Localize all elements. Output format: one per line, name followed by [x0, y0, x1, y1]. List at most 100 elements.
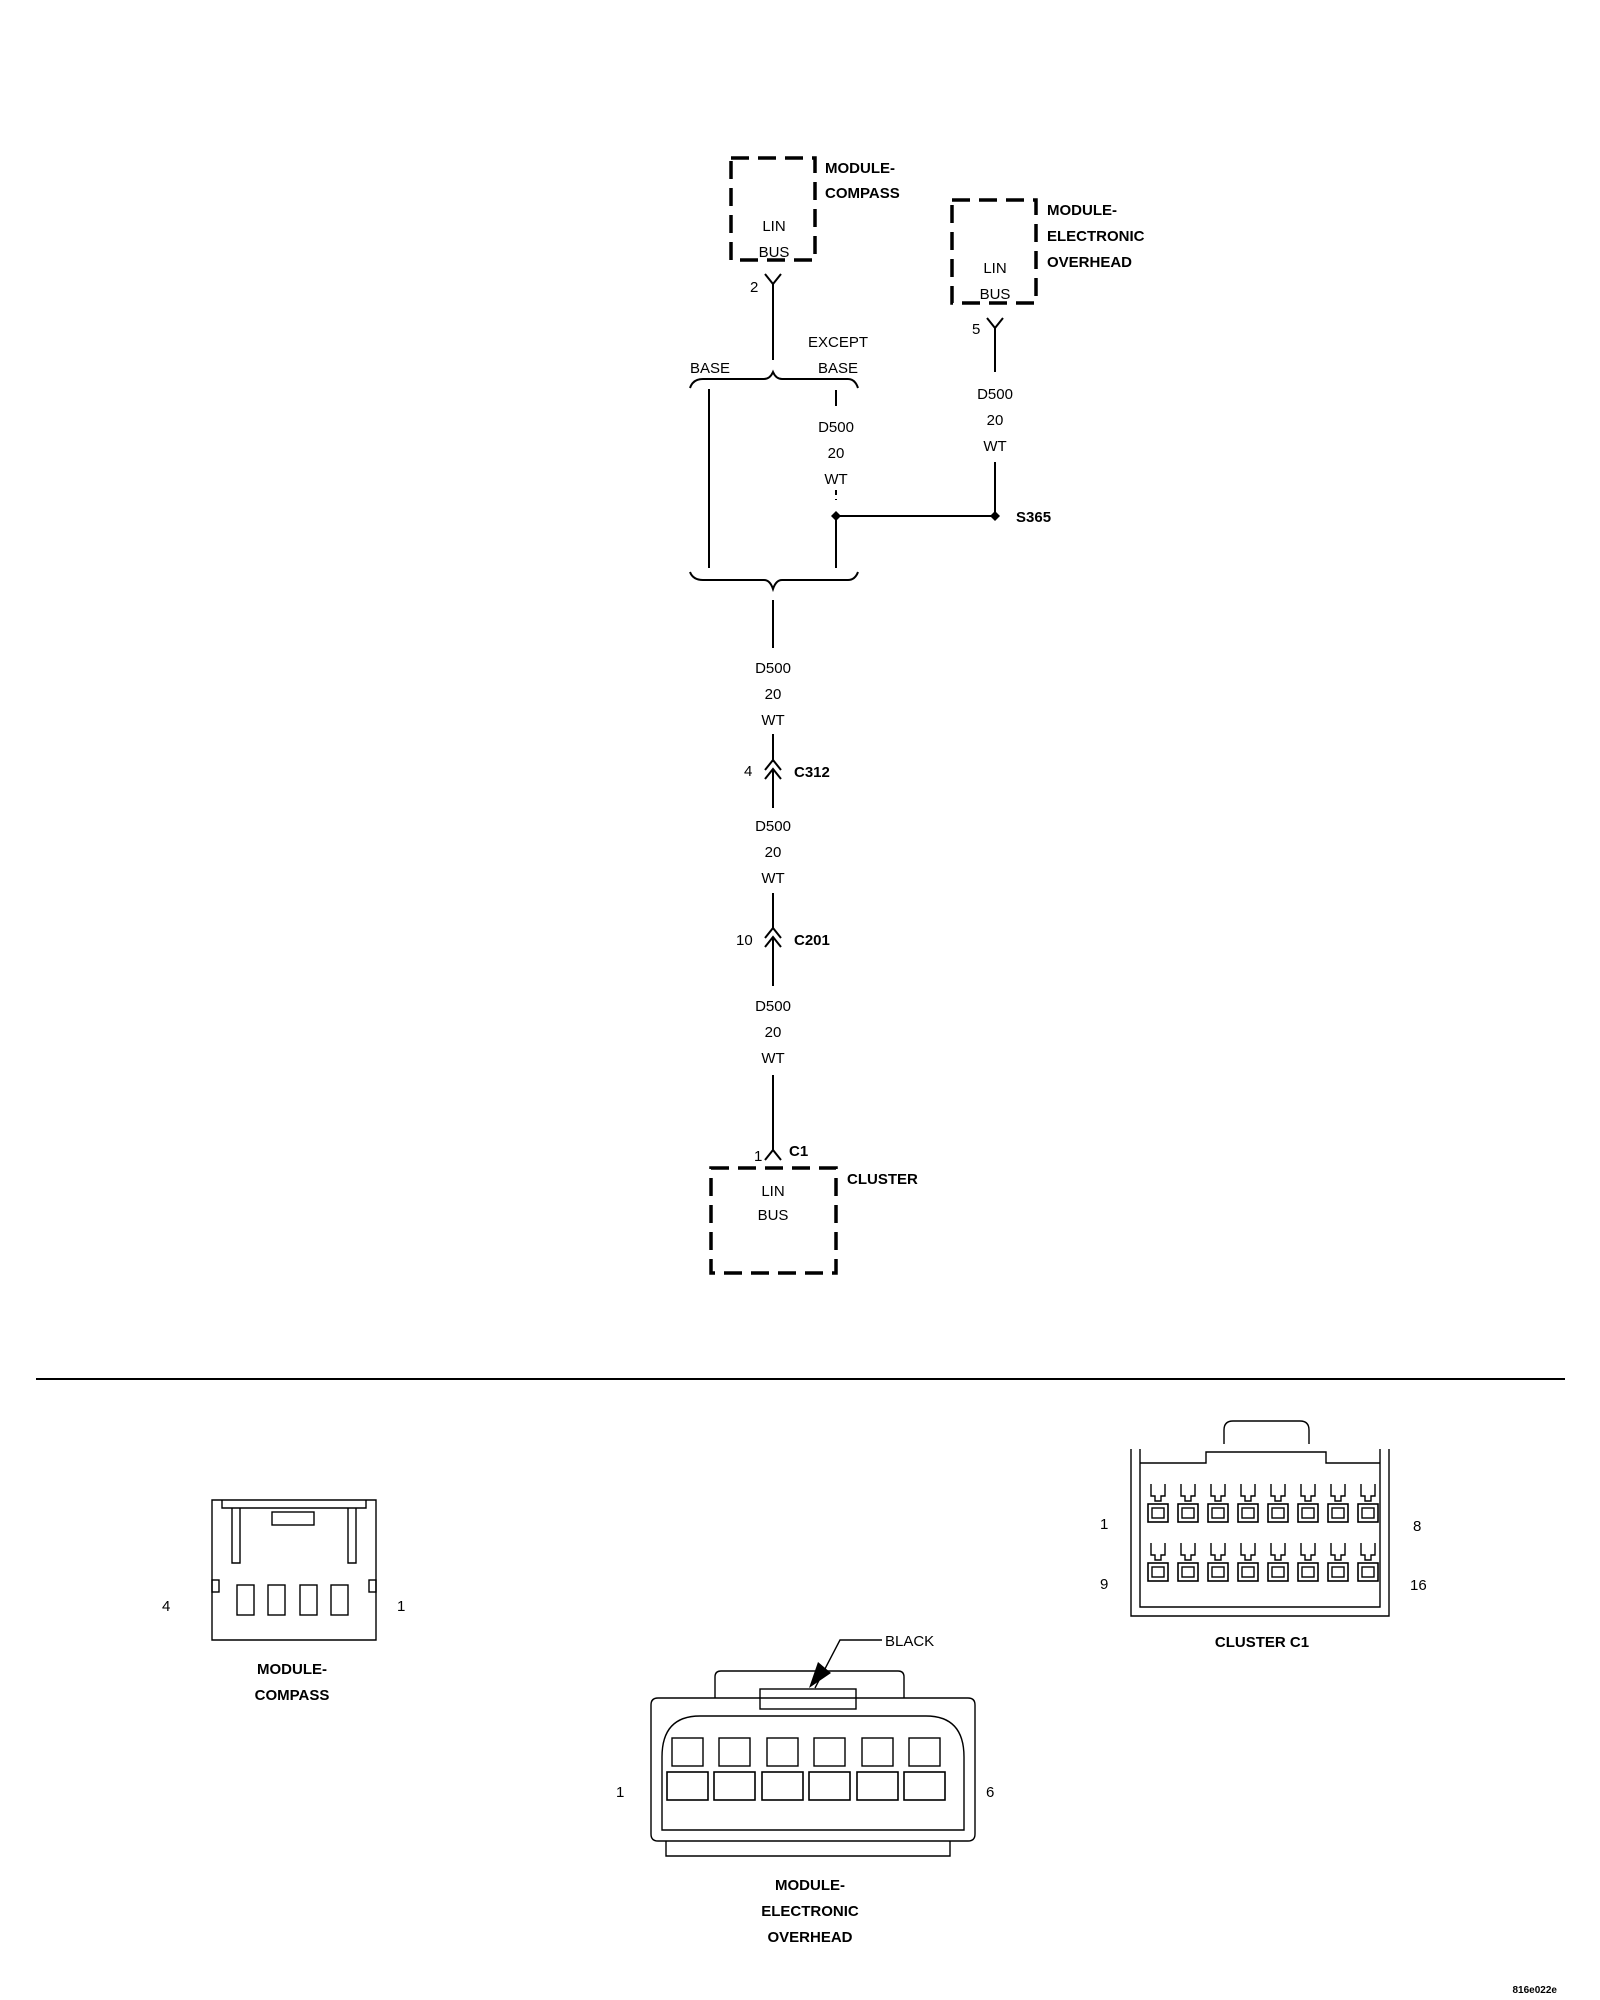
- compass-pin-right: 1: [397, 1598, 405, 1615]
- overhead-connector-view: BLACK 1 6 MODULE- ELECTRONIC OVERHEAD: [616, 1633, 994, 1946]
- module-overhead-box: [950, 198, 1038, 305]
- wire-gauge: 20: [765, 1024, 782, 1041]
- cluster-pin-top-right: 8: [1413, 1518, 1421, 1535]
- cluster-bus: BUS: [758, 1207, 789, 1224]
- compass-housing: [211, 1499, 377, 1641]
- overhead-pin-cavity: [713, 1771, 756, 1801]
- overhead-base: [665, 1841, 951, 1857]
- overhead-pin-latch: [861, 1737, 894, 1767]
- wire-color: WT: [761, 1050, 784, 1067]
- cluster-pin-terminal: [1151, 1507, 1165, 1519]
- cluster-pin-terminal: [1241, 1507, 1255, 1519]
- top-brace: [689, 369, 859, 389]
- cluster-pin-terminal: [1241, 1566, 1255, 1578]
- compass-pin-cavity: [330, 1584, 349, 1616]
- cluster-pin-latch: [1180, 1484, 1196, 1502]
- overhead-pin-cavity: [761, 1771, 804, 1801]
- cluster-pin-grid: [1147, 1484, 1379, 1582]
- cluster-pin-cavity: [1207, 1562, 1229, 1582]
- cluster-pin-cavity: [1147, 1562, 1169, 1582]
- compass-pin-cavity: [299, 1584, 318, 1616]
- cluster-name: CLUSTER: [847, 1171, 918, 1188]
- cluster-terminal: [764, 1148, 782, 1161]
- cluster-pin-bottom-right: 16: [1410, 1577, 1427, 1594]
- cluster-inner-shell: [1139, 1449, 1381, 1608]
- cluster-pin-cavity: [1327, 1562, 1349, 1582]
- compass-side-notch: [368, 1579, 377, 1593]
- inline-connector-symbol: [764, 758, 782, 808]
- module-compass-terminal: [764, 273, 782, 360]
- module-compass-name-1: MODULE-: [825, 160, 895, 177]
- overhead-pin-right: 6: [986, 1784, 994, 1801]
- cluster-pin-latch: [1360, 1543, 1376, 1561]
- cluster-pin-latch: [1300, 1543, 1316, 1561]
- cluster-pin-cavity: [1267, 1503, 1289, 1523]
- compass-pin-cavity: [267, 1584, 286, 1616]
- cluster-connector-view: 1 8 9 16 CLUSTER C1: [1100, 1420, 1427, 1651]
- cluster-pin-terminal: [1181, 1507, 1195, 1519]
- cluster-pin-terminal: [1211, 1507, 1225, 1519]
- cluster-pin-terminal: [1331, 1566, 1345, 1578]
- cluster-pin-cavity: [1267, 1562, 1289, 1582]
- splice-node: [990, 511, 1000, 521]
- overhead-pin-cavity: [666, 1771, 709, 1801]
- color-note-arrow: [809, 1662, 831, 1688]
- cluster-pin-latch: [1240, 1543, 1256, 1561]
- wire-gauge: 20: [987, 412, 1004, 429]
- wire-circuit: D500: [818, 419, 854, 436]
- cluster-pin-latch: [1150, 1484, 1166, 1502]
- cluster: 1 C1 CLUSTER LIN BUS: [709, 1143, 918, 1275]
- cluster-inner-top: [1140, 1451, 1380, 1464]
- overhead-view-title-3: OVERHEAD: [767, 1929, 852, 1946]
- cluster-pin-top-left: 1: [1100, 1516, 1108, 1533]
- cluster-pin-latch: [1330, 1543, 1346, 1561]
- compass-latch-right: [347, 1508, 357, 1564]
- module-compass-name-2: COMPASS: [825, 185, 900, 202]
- connector-c312: 4 C312: [744, 758, 830, 808]
- compass-pin-left: 4: [162, 1598, 170, 1615]
- overhead-pin-latch: [766, 1737, 799, 1767]
- module-overhead-pin: 5: [972, 321, 980, 338]
- cluster-pin-latch: [1270, 1484, 1286, 1502]
- cluster-pin-cavity: [1237, 1562, 1259, 1582]
- cluster-pin-cavity: [1177, 1503, 1199, 1523]
- wire-gauge: 20: [765, 686, 782, 703]
- compass-latch-left: [231, 1508, 241, 1564]
- module-overhead-lin: LIN: [983, 260, 1006, 277]
- overhead-housing: [650, 1697, 976, 1842]
- compass-side-notch: [211, 1579, 220, 1593]
- cluster-pin-cavity: [1357, 1503, 1379, 1523]
- cluster-pin-terminal: [1181, 1566, 1195, 1578]
- cluster-pin-cavity: [1207, 1503, 1229, 1523]
- wire-circuit: D500: [755, 818, 791, 835]
- cluster-pin-terminal: [1361, 1566, 1375, 1578]
- splice-label: S365: [1016, 509, 1051, 526]
- c201-pin: 10: [736, 932, 753, 949]
- overhead-view-title-2: ELECTRONIC: [761, 1903, 859, 1920]
- cluster-pin-terminal: [1151, 1566, 1165, 1578]
- inline-connector-symbol: [764, 926, 782, 986]
- overhead-latch-top: [714, 1670, 905, 1698]
- overhead-view-title-1: MODULE-: [775, 1877, 845, 1894]
- module-electronic-overhead: MODULE- ELECTRONIC OVERHEAD LIN BUS 5: [950, 198, 1145, 372]
- compass-housing-lip: [221, 1500, 367, 1509]
- module-compass: MODULE- COMPASS LIN BUS 2: [729, 156, 900, 360]
- splice-node: [831, 511, 841, 521]
- c312-pin: 4: [744, 763, 752, 780]
- cluster-pin-terminal: [1271, 1566, 1285, 1578]
- cluster-pin: 1: [754, 1148, 762, 1165]
- wire-gauge: 20: [828, 445, 845, 462]
- compass-view-title-2: COMPASS: [255, 1687, 330, 1704]
- cluster-pin-cavity: [1237, 1503, 1259, 1523]
- compass-key: [271, 1511, 315, 1526]
- cluster-latch-top: [1223, 1420, 1310, 1444]
- c312-label: C312: [794, 764, 830, 781]
- cluster-lin: LIN: [761, 1183, 784, 1200]
- overhead-pin-latch: [908, 1737, 941, 1767]
- wire-circuit: D500: [977, 386, 1013, 403]
- wire-color: WT: [761, 870, 784, 887]
- cluster-pin-cavity: [1147, 1503, 1169, 1523]
- cluster-pin-bottom-left: 9: [1100, 1576, 1108, 1593]
- cluster-pin-latch: [1300, 1484, 1316, 1502]
- overhead-key: [759, 1688, 857, 1710]
